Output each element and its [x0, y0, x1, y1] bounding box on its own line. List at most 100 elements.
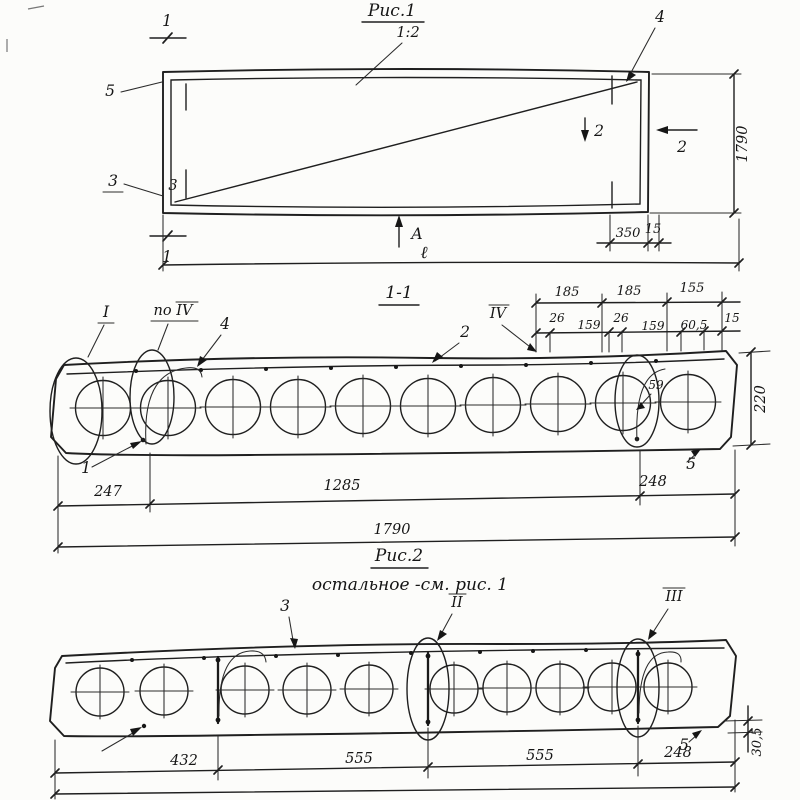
hollow-core — [394, 374, 462, 438]
dim-155: 155 — [680, 281, 705, 296]
fig1-title: Рис.1 — [367, 1, 416, 21]
dim-chain-top-row2: 26 159 26 159 60,5 15 — [531, 311, 741, 353]
hollow-core — [424, 661, 484, 717]
callout-4-arrowhead — [626, 71, 636, 82]
callout-2-label: 2 — [459, 323, 470, 341]
dim-1285: 1285 — [324, 478, 361, 494]
detail-iv-arrowhead — [527, 343, 537, 352]
hollow-cores-fig2 — [70, 659, 698, 720]
strand-hook-fig2-left — [218, 650, 267, 717]
slab2-top-inner-line — [65, 647, 725, 664]
detail-i-leader — [87, 324, 105, 358]
hollow-core — [582, 659, 642, 715]
fig1-plan-view: Рис.1 1:2 1 1 4 5 3 3 — [102, 1, 751, 272]
callout-4-arrowhead — [197, 356, 207, 367]
dim-350: 350 — [616, 226, 641, 241]
scan-artifacts — [6, 5, 45, 52]
dim-1790-fig1: 1790 — [735, 126, 751, 163]
callout-5-label: 5 — [679, 736, 689, 754]
dim-length-label: ℓ — [420, 243, 427, 263]
panel-outline-inner — [170, 76, 642, 208]
dim-555-b: 555 — [526, 748, 554, 764]
fig2-title: Рис.2 — [374, 546, 423, 566]
hollow-core — [277, 662, 337, 718]
section2-arrow-left — [656, 126, 668, 134]
callout-5-arrowhead — [691, 449, 701, 457]
mark-59-arrowhead — [636, 402, 645, 410]
dim-height-220: 220 — [732, 347, 771, 450]
joint-bars — [215, 649, 641, 727]
detail-ii-arrowhead — [437, 630, 447, 641]
dim-60-5: 60,5 — [681, 318, 708, 332]
view-a-label: А — [410, 225, 423, 243]
fig2-note: остальное -см. рис. 1 — [312, 575, 508, 595]
panel-diagonal-line — [174, 81, 638, 203]
detail-ii-label: II — [450, 595, 463, 611]
dim-15: 15 — [645, 222, 662, 237]
callout-3-corner-label: 3 — [168, 178, 177, 194]
section2-arrow-down — [581, 130, 589, 142]
callout-1-leader — [91, 442, 139, 468]
callout-5-leader — [120, 81, 163, 93]
dim-chain-top-row1: 185 185 155 — [531, 281, 741, 353]
hollow-core — [524, 372, 592, 436]
detail-iii-arrowhead — [648, 629, 657, 640]
dim-26-b: 26 — [612, 311, 629, 325]
section1-label-bottom: 1 — [162, 248, 172, 266]
hollow-core — [339, 661, 399, 717]
detail-iv-label: IV — [489, 306, 508, 322]
callout-4-label: 4 — [654, 8, 665, 26]
dim-185-a: 185 — [555, 285, 580, 300]
section2-label-mid: 2 — [593, 122, 604, 140]
detail-po-iv-label: по IV — [154, 303, 194, 319]
detail-oval-I — [49, 357, 103, 465]
hollow-core — [264, 375, 332, 439]
hollow-core — [199, 375, 267, 439]
hollow-core — [134, 663, 194, 719]
strand-hook-right — [636, 368, 666, 442]
section1-cut-marks: 1 1 — [149, 12, 187, 266]
fig1-scale-label: 1:2 — [396, 25, 419, 41]
hollow-core — [589, 371, 657, 435]
dim-15-right: 15 — [724, 311, 739, 325]
section1-label-top: 1 — [162, 12, 172, 30]
callout-4-leader — [626, 27, 656, 81]
detail-iii-label: III — [664, 589, 682, 605]
callout-5-label: 5 — [105, 82, 115, 100]
dim-185-b: 185 — [617, 284, 642, 299]
view-a-arrowhead — [395, 215, 403, 227]
callout-5-arrowhead — [692, 730, 702, 739]
dim-248: 248 — [638, 474, 667, 490]
slab-outline — [50, 350, 738, 457]
strand-hook-left — [145, 367, 203, 445]
callout-1-arrowhead — [130, 441, 142, 449]
callout-1-label: 1 — [81, 459, 91, 477]
section2-label-right: 2 — [676, 138, 687, 156]
dim-chain-bottom: 247 1285 248 1790 — [53, 449, 740, 554]
hollow-core — [329, 374, 397, 438]
fig2-view: Рис.2 остальное -см. рис. 1 — [49, 546, 765, 800]
bottom-left-arrowhead — [130, 727, 142, 736]
detail-i-label: I — [102, 303, 110, 321]
hollow-core — [477, 660, 537, 716]
fig1-scale-leader — [355, 42, 403, 86]
callout-2-arrowhead — [432, 352, 443, 363]
dim-30-5: 30,5 — [750, 728, 765, 757]
dim-159-b: 159 — [642, 319, 665, 333]
dim-247: 247 — [93, 484, 122, 500]
rebar-dots — [134, 359, 658, 443]
dim-26-a: 26 — [548, 311, 565, 325]
dim-1790-total: 1790 — [374, 522, 411, 538]
callout-3-label: 3 — [108, 172, 118, 190]
section2-cut-marks: 2 2 — [581, 75, 698, 209]
fig1-dim-length: ℓ — [158, 214, 744, 272]
hollow-core — [530, 660, 590, 716]
dim-159-a: 159 — [578, 318, 601, 332]
view-a-mark: А — [395, 215, 423, 248]
dim-chain-bottom-fig2: 432 555 555 248 — [50, 719, 740, 800]
section-title: 1-1 — [385, 283, 412, 303]
dim-248-fig2: 248 — [663, 745, 692, 761]
detail-oval-right — [614, 354, 660, 448]
